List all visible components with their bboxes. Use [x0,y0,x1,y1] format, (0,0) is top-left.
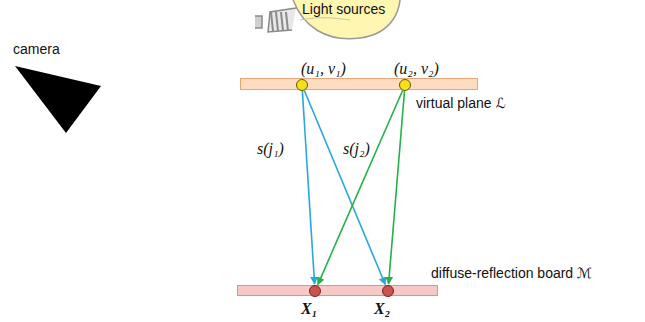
node-label: X₁ [301,300,317,318]
board-bar: diffuse-reflection board ℳX₁X₂ [237,285,438,296]
light-ray [304,91,385,285]
node-label: (u₂, v₂) [394,60,439,78]
surface-point: X₁ [309,285,321,297]
node-label: X₂ [374,300,390,318]
node-label: diffuse-reflection board ℳ [431,266,592,281]
plane-bar: virtual plane ℒ(u₁, v₁)(u₂, v₂) [240,78,478,90]
screw-thread [276,12,278,31]
camera-label: camera [13,42,60,57]
node-label: (u₁, v₁) [301,60,346,78]
light-bulb [255,0,400,39]
node-label: virtual plane ℒ [416,96,505,111]
ray-label: s(j₁) [256,140,285,158]
camera-symbol [15,66,101,133]
light-point: (u₁, v₁) [296,79,308,91]
screw-thread [286,12,288,31]
light-ray [302,91,314,284]
light-ray [389,91,405,284]
screw-thread [281,12,283,31]
light-label: Light sources [302,2,385,17]
surface-point: X₂ [382,285,394,297]
light-ray [318,90,403,284]
screw-thread [271,12,273,31]
light-point: (u₂, v₂) [399,79,411,91]
ray-label: s(j₂) [342,140,371,158]
